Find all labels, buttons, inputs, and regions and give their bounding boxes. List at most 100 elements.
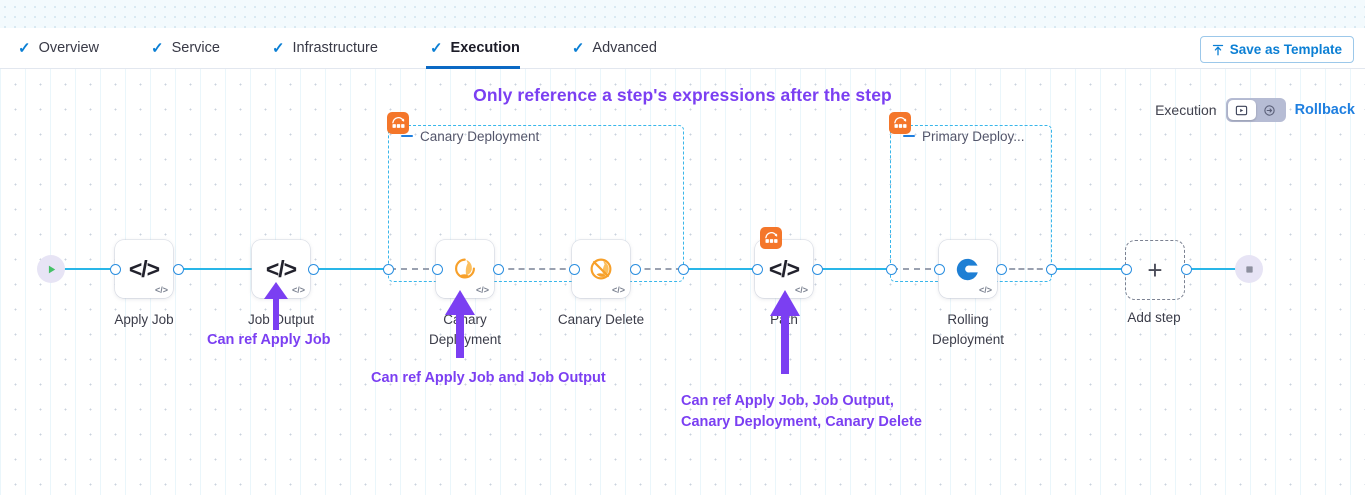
connector-port[interactable] (110, 264, 121, 275)
tab-service[interactable]: ✓ Service (147, 28, 234, 68)
node-label-job-output: Job Output (247, 312, 315, 327)
code-icon: </> (768, 255, 800, 282)
execution-view-icon[interactable] (1227, 100, 1256, 120)
tab-label: Overview (38, 40, 100, 56)
step-group-icon (889, 112, 911, 134)
check-icon: ✓ (429, 39, 443, 57)
canary-delete-icon (590, 258, 612, 280)
upload-template-icon (1212, 44, 1224, 56)
collapse-icon[interactable] (903, 134, 915, 138)
connector-dashed (390, 268, 440, 270)
pipeline-canvas[interactable] (0, 69, 1365, 495)
pipeline-start-node[interactable] (37, 255, 65, 283)
connector-port[interactable] (1181, 264, 1192, 275)
code-icon: </> (265, 255, 297, 282)
rollback-link[interactable]: Rollback (1294, 102, 1355, 118)
tab-overview[interactable]: ✓ Overview (14, 28, 113, 68)
collapse-icon[interactable] (401, 134, 413, 138)
connector-port[interactable] (569, 264, 580, 275)
pipeline-end-node[interactable] (1235, 255, 1263, 283)
node-job-output[interactable]: </> </> (252, 240, 310, 298)
connector-port[interactable] (1046, 264, 1057, 275)
execution-rollback-control: Execution Rollback (1155, 98, 1355, 122)
canary-deploy-icon (455, 258, 475, 279)
annotation-arrow-apply-job (264, 282, 288, 330)
code-marker-icon: </> (291, 285, 305, 295)
code-marker-icon: </> (978, 285, 992, 295)
check-icon: ✓ (151, 39, 164, 57)
connector-port[interactable] (173, 264, 184, 275)
pipeline-graph: Canary Deployment Primary Deploy... (0, 69, 1365, 495)
connector (682, 268, 758, 270)
execution-label: Execution (1155, 102, 1217, 118)
connector-port[interactable] (493, 264, 504, 275)
node-apply-job[interactable]: </> </> (115, 240, 173, 298)
headline-annotation: Only reference a step's expressions afte… (473, 85, 892, 105)
connector-port[interactable] (678, 264, 689, 275)
code-marker-icon: </> (794, 285, 808, 295)
node-label-canary-deployment: Canary Deployment (428, 312, 502, 348)
tab-label: Execution (450, 40, 520, 56)
node-rolling-deployment[interactable]: </> (939, 240, 997, 298)
top-dotted-strip (0, 0, 1365, 28)
connector-port[interactable] (812, 264, 823, 275)
add-step-button[interactable]: + (1125, 240, 1185, 300)
connector-port[interactable] (432, 264, 443, 275)
node-label-canary-delete: Canary Delete (557, 312, 645, 327)
connector (1186, 268, 1252, 270)
connector (314, 268, 390, 270)
tab-bar (0, 28, 1365, 69)
node-label-rolling-deployment: Rolling Deployment (931, 312, 1005, 348)
node-canary-delete[interactable]: </> (572, 240, 630, 298)
connector (1052, 268, 1128, 270)
connector-port[interactable] (630, 264, 641, 275)
play-icon (48, 265, 55, 273)
node-label-apply-job: Apply Job (114, 312, 174, 327)
annotation-apply-job: Can ref Apply Job (207, 332, 331, 348)
connector-port[interactable] (996, 264, 1007, 275)
connector-dashed (892, 268, 942, 270)
connector-port[interactable] (1121, 264, 1132, 275)
annotation-path: Can ref Apply Job, Job Output, Canary De… (681, 393, 922, 431)
step-group-header[interactable]: Canary Deployment (401, 125, 539, 147)
connector-port[interactable] (383, 264, 394, 275)
annotation-arrow-canary-deployment (445, 290, 475, 358)
stage-tabs: ✓ Overview ✓ Service ✓ Infrastructure ✓ … (14, 28, 705, 69)
check-icon: ✓ (18, 39, 31, 57)
tab-infrastructure[interactable]: ✓ Infrastructure (268, 28, 392, 68)
add-step-label: Add step (1127, 310, 1181, 325)
tab-advanced[interactable]: ✓ Advanced (568, 28, 671, 68)
connector-port[interactable] (308, 264, 319, 275)
code-marker-icon: </> (611, 285, 625, 295)
step-group-label: Canary Deployment (420, 128, 540, 144)
tab-label: Service (171, 40, 220, 56)
annotation-canary-deployment: Can ref Apply Job and Job Output (371, 370, 606, 386)
step-group-icon (387, 112, 409, 134)
tab-execution[interactable]: ✓ Execution (425, 28, 534, 69)
plus-icon: + (1147, 255, 1163, 285)
code-marker-icon: </> (154, 285, 168, 295)
execution-view-toggle[interactable] (1225, 98, 1286, 122)
save-as-template-button[interactable]: Save as Template (1199, 36, 1354, 63)
step-group-canary-deployment[interactable]: Canary Deployment (387, 112, 684, 282)
code-marker-icon: </> (475, 285, 489, 295)
step-group-icon (760, 227, 782, 249)
connector (64, 268, 118, 270)
harness-deploy-icon (956, 258, 978, 281)
connector-port[interactable] (886, 264, 897, 275)
stop-icon (1245, 265, 1253, 273)
connector (178, 268, 256, 270)
check-icon: ✓ (271, 39, 285, 57)
connector-port[interactable] (752, 264, 763, 275)
code-icon: </> (128, 255, 160, 282)
save-as-template-label: Save as Template (1229, 42, 1342, 57)
rollback-view-icon[interactable] (1256, 100, 1284, 120)
node-canary-deployment[interactable]: </> (436, 240, 494, 298)
tab-label: Infrastructure (292, 40, 378, 56)
connector-dashed (634, 268, 682, 270)
node-path[interactable]: </> </> (755, 240, 813, 298)
tab-label: Advanced (592, 40, 657, 56)
step-group-header[interactable]: Primary Deploy... (903, 125, 1025, 147)
connector-port[interactable] (934, 264, 945, 275)
